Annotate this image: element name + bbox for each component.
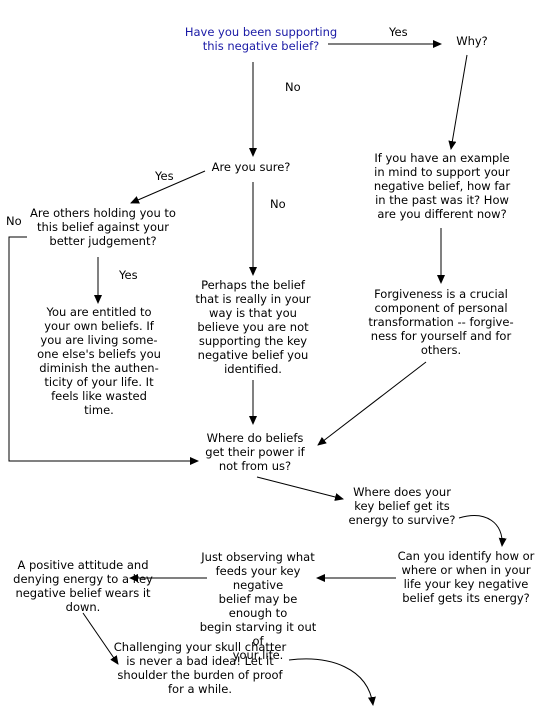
node-identify-energy: Can you identify how or where or when in… bbox=[397, 549, 535, 605]
node-challenge-skull-chatter: Challenging your skull chatter is never … bbox=[113, 640, 287, 696]
arrow-challenge-continue bbox=[288, 658, 376, 706]
label-yes-to-entitled: Yes bbox=[119, 268, 138, 282]
node-perhaps-belief: Perhaps the belief that is really in you… bbox=[195, 278, 311, 376]
node-energy-to-survive: Where does your key belief get its energ… bbox=[348, 485, 456, 527]
label-yes-to-why: Yes bbox=[389, 25, 408, 39]
label-no-to-power: No bbox=[6, 214, 22, 228]
arrow-positive-to-challenge bbox=[82, 612, 119, 665]
label-no-to-sure: No bbox=[285, 80, 301, 94]
arrow-power-to-survive bbox=[256, 476, 344, 501]
arrow-survive-to-identify bbox=[458, 515, 507, 547]
node-supporting-belief-question: Have you been supporting this negative b… bbox=[184, 25, 338, 53]
arrow-sure-to-others bbox=[130, 170, 206, 204]
node-are-you-sure: Are you sure? bbox=[211, 160, 291, 174]
node-observing-feeds: Just observing what feeds your key negat… bbox=[199, 550, 317, 662]
label-no-to-perhaps: No bbox=[270, 197, 286, 211]
node-example-in-past: If you have an example in mind to suppor… bbox=[373, 151, 511, 221]
node-others-holding: Are others holding you to this belief ag… bbox=[30, 206, 176, 248]
node-beliefs-power: Where do beliefs get their power if not … bbox=[205, 431, 305, 473]
label-yes-to-others: Yes bbox=[155, 169, 174, 183]
node-why: Why? bbox=[456, 34, 488, 48]
arrow-others-to-power bbox=[8, 236, 199, 465]
arrow-forgive-to-power bbox=[317, 361, 427, 446]
node-forgiveness: Forgiveness is a crucial component of pe… bbox=[368, 287, 514, 357]
arrow-why-to-example bbox=[448, 54, 468, 150]
node-entitled-beliefs: You are entitled to your own beliefs. If… bbox=[37, 305, 161, 417]
node-positive-attitude: A positive attitude and denying energy t… bbox=[13, 558, 153, 614]
